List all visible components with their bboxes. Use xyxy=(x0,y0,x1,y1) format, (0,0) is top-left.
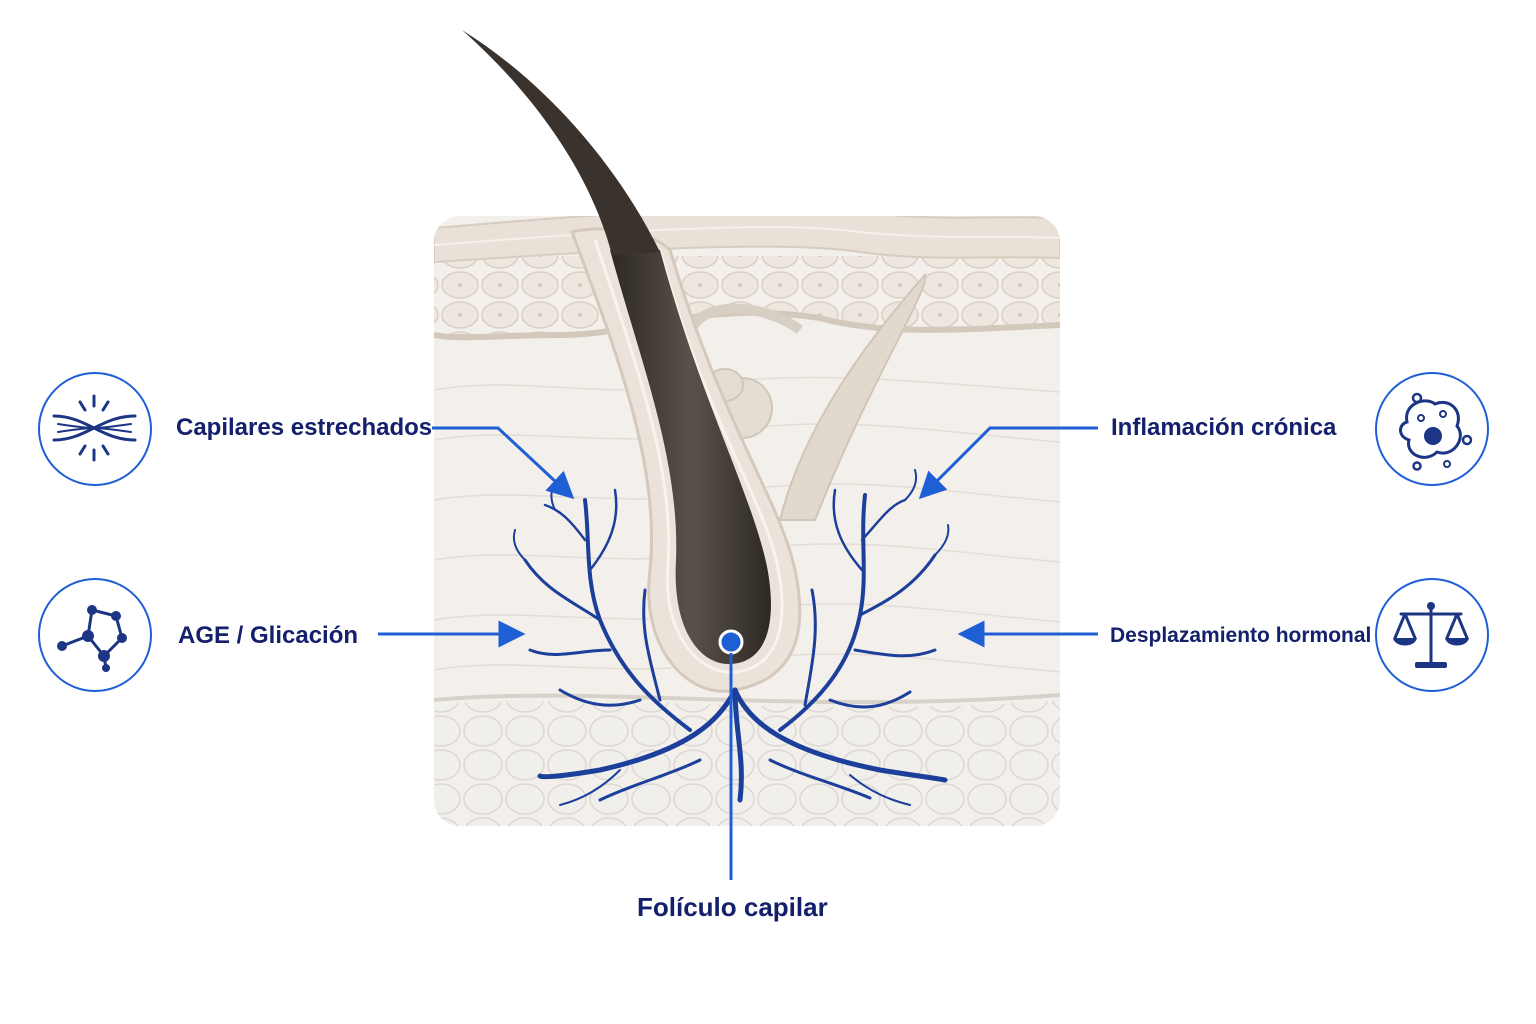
hormonal-icon-badge xyxy=(1375,578,1489,692)
follicle-marker xyxy=(718,629,744,880)
capillaries-arrow xyxy=(432,426,575,500)
hair-shaft xyxy=(462,30,660,255)
follicle-label: Folículo capilar xyxy=(637,892,828,922)
arrector-pili-muscle xyxy=(778,273,927,521)
inflammation-icon-badge xyxy=(1375,372,1489,486)
age-icon-badge xyxy=(38,578,152,692)
inflamed-cell-icon xyxy=(1399,392,1473,471)
inflammation-arrow xyxy=(918,426,1098,500)
inflammation-label: Inflamación crónica xyxy=(1111,414,1337,441)
balance-scale-icon xyxy=(1393,602,1469,668)
capillaries-icon-badge xyxy=(38,372,152,486)
narrowed-vessel-icon xyxy=(52,394,137,462)
hormonal-label: Desplazamiento hormonal xyxy=(1110,624,1372,647)
subcutaneous-fat xyxy=(434,700,1060,826)
age-label: AGE / Glicación xyxy=(178,622,359,649)
leader-arrows xyxy=(378,426,1098,648)
skin-cross-section xyxy=(434,216,1060,826)
capillaries-label: Capilares estrechados xyxy=(176,414,433,441)
capillary-network xyxy=(512,469,950,806)
hair-bulb xyxy=(610,250,771,665)
molecule-network-icon xyxy=(57,605,127,672)
